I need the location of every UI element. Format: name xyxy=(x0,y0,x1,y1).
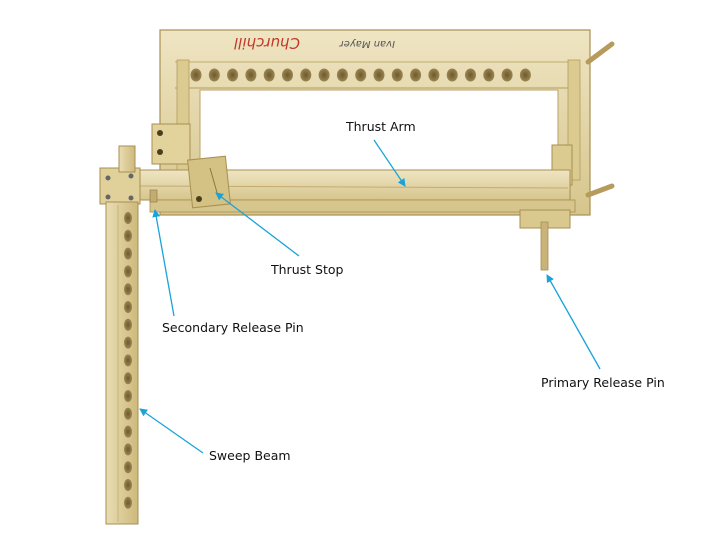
callout-arrows xyxy=(139,139,601,454)
rail-hole xyxy=(446,68,458,82)
arrow-thrust-stop xyxy=(215,192,300,257)
rail-hole xyxy=(373,68,385,82)
rail-hole xyxy=(428,68,440,82)
arrow-primary-release-pin xyxy=(546,274,601,370)
rail-hole xyxy=(391,68,403,82)
rail-hole xyxy=(501,68,513,82)
label-secondary-release-pin: Secondary Release Pin xyxy=(162,320,304,335)
rail-hole xyxy=(190,68,202,82)
rail-hole xyxy=(336,68,348,82)
beam-hole xyxy=(124,390,132,402)
beam-hole xyxy=(124,425,132,438)
thrust-arm xyxy=(99,169,571,201)
rail-hole xyxy=(410,68,422,82)
label-primary-release-pin: Primary Release Pin xyxy=(541,375,665,390)
rail-hole xyxy=(282,68,293,82)
beam-hole xyxy=(124,354,132,367)
label-thrust-arm: Thrust Arm xyxy=(346,119,416,134)
beam-hole xyxy=(124,496,132,509)
upper-rail-holes xyxy=(190,68,531,82)
sweep-beam xyxy=(105,145,139,525)
right-pegs xyxy=(585,41,615,198)
beam-hole xyxy=(124,301,132,313)
arrow-thrust-arm xyxy=(373,139,406,187)
beam-hole xyxy=(124,265,132,278)
beam-hole xyxy=(124,247,132,260)
sweep-beam-holes xyxy=(124,212,132,509)
rail-hole xyxy=(483,68,495,82)
lower-slide-bar xyxy=(149,199,576,213)
rail-hole xyxy=(245,68,257,82)
beam-hole xyxy=(124,372,132,385)
rail-hole xyxy=(465,68,476,82)
label-sweep-beam: Sweep Beam xyxy=(209,448,291,463)
beam-hole xyxy=(124,443,132,456)
rail-hole xyxy=(300,68,312,82)
rail-hole xyxy=(208,68,220,82)
primary-release-pin-assembly xyxy=(519,209,571,271)
arrow-secondary-release-pin xyxy=(152,209,175,317)
upper-left-block xyxy=(151,123,191,165)
handwriting-name: Ivan Mayer xyxy=(339,38,395,49)
rail-hole xyxy=(519,68,531,82)
rail-hole xyxy=(263,68,275,82)
beam-hole xyxy=(124,229,132,242)
thrust-stop-block xyxy=(187,155,231,209)
label-thrust-stop: Thrust Stop xyxy=(271,262,344,277)
arm-end-block xyxy=(99,167,158,205)
beam-hole xyxy=(124,407,132,420)
beam-hole xyxy=(124,461,132,474)
handwriting-churchill: Churchill xyxy=(233,34,300,52)
beam-hole xyxy=(124,318,132,331)
beam-hole xyxy=(124,336,132,349)
rail-hole xyxy=(355,68,367,82)
beam-hole xyxy=(124,283,132,296)
rail-hole xyxy=(318,68,330,82)
beam-hole xyxy=(124,212,132,224)
arrow-sweep-beam xyxy=(139,408,204,454)
frame-handwriting: Churchill Ivan Mayer xyxy=(233,34,395,52)
rail-hole xyxy=(227,68,239,82)
beam-hole xyxy=(124,479,132,491)
